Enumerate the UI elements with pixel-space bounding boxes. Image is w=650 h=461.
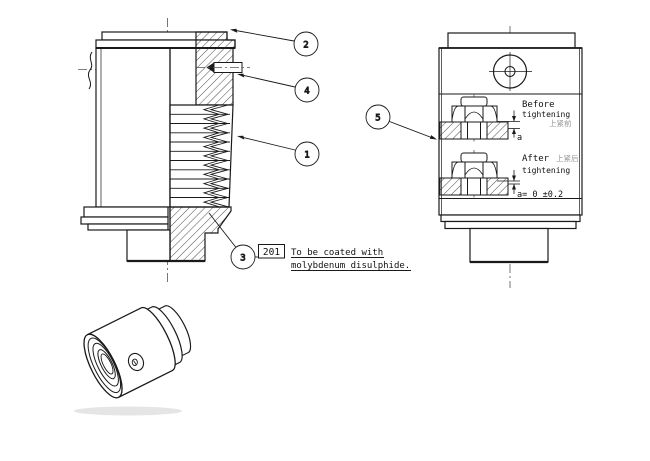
balloon-5: 5 (365, 104, 437, 140)
bolt-before (439, 94, 520, 143)
dim-a-label: a (517, 133, 522, 143)
note-code-box (258, 244, 285, 259)
dim-a-after-label: a= 0 ±0.2 (517, 190, 563, 200)
coating-note: 201 To be coated with molybdenum disulph… (258, 244, 411, 271)
break-line (87, 51, 93, 90)
thread-lines (170, 113, 230, 198)
isometric-view (74, 305, 192, 416)
shadow (74, 406, 182, 416)
front-view (438, 26, 583, 288)
thread-chevrons-outer (209, 104, 229, 208)
after-label-1: After (522, 154, 550, 164)
bolt-after (439, 150, 520, 198)
svg-text:5: 5 (375, 114, 380, 124)
tightening-annotations: Before tightening 上紧前 a After 上紧后 tighte… (517, 100, 579, 200)
note-line-2: molybdenum disulphide. (291, 261, 410, 271)
balloon-1: 1 (237, 135, 320, 167)
section-view (78, 18, 250, 284)
iso-pin-detail (127, 352, 145, 372)
svg-text:4: 4 (304, 87, 309, 97)
balloon-callouts: 2 4 1 3 5 (208, 28, 437, 270)
before-label-zh: 上紧前 (549, 118, 572, 128)
svg-text:1: 1 (304, 151, 309, 161)
after-label-2: tightening (522, 166, 570, 175)
thread-chevrons-inner (202, 104, 220, 208)
pin-detail (196, 62, 250, 73)
svg-text:3: 3 (240, 254, 245, 264)
before-label-2: tightening (522, 110, 570, 119)
before-label-1: Before (522, 100, 555, 110)
after-label-zh: 上紧后 (556, 153, 579, 163)
balloon-2: 2 (230, 28, 319, 57)
top-hole (489, 52, 532, 91)
note-code: 201 (263, 247, 280, 258)
note-line-1: To be coated with (291, 248, 383, 258)
balloon-4: 4 (237, 73, 320, 103)
svg-text:2: 2 (303, 41, 308, 51)
